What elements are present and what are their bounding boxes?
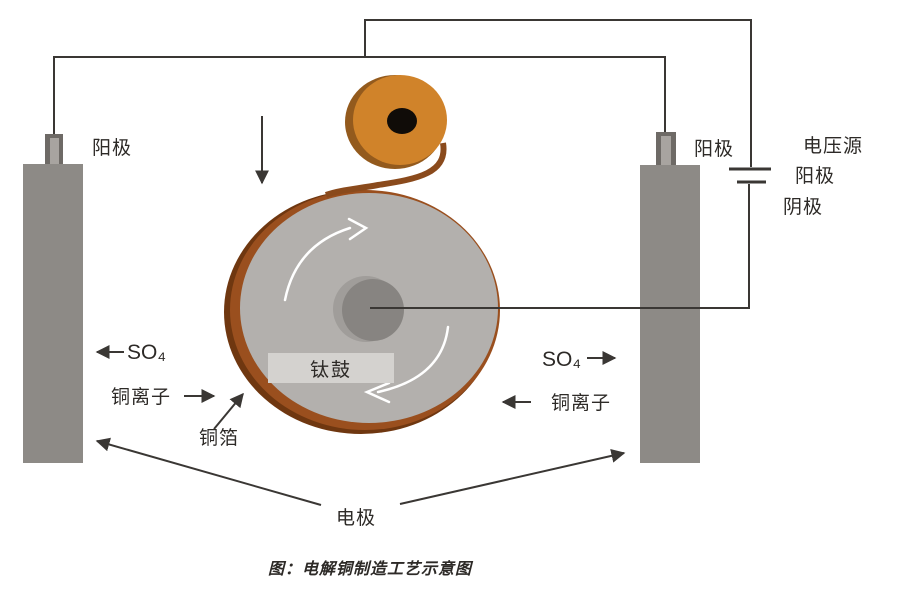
left-electrode bbox=[23, 134, 83, 463]
so4-right-label: SO₄ bbox=[542, 348, 581, 371]
right-electrode bbox=[640, 132, 700, 463]
anode-right-label: 阳极 bbox=[694, 139, 735, 160]
copper-ion-right-label: 铜离子 bbox=[551, 393, 612, 414]
left-electrode-terminal-core bbox=[50, 138, 59, 165]
anode-left-label: 阳极 bbox=[92, 138, 133, 159]
figure-caption: 图：电解铜制造工艺示意图 bbox=[268, 561, 473, 578]
titanium-drum-label: 钛鼓 bbox=[309, 359, 352, 381]
titanium-drum-label-band: 钛鼓 bbox=[268, 353, 394, 383]
copper-foil-strip bbox=[324, 142, 447, 198]
drum-hub bbox=[342, 279, 404, 341]
rotation-arrow-top-icon bbox=[283, 217, 369, 302]
electrode-label: 电极 bbox=[336, 508, 377, 529]
left-electrode-body bbox=[23, 164, 83, 463]
right-electrode-terminal-core bbox=[661, 136, 671, 166]
electrode-right-arrow-icon bbox=[399, 448, 626, 505]
voltage-source-anode-label: 阳极 bbox=[795, 166, 836, 187]
roll-center-hole bbox=[387, 108, 417, 134]
so4-left-label: SO₄ bbox=[127, 341, 166, 364]
copper-ion-left-label: 铜离子 bbox=[111, 387, 172, 408]
copper-foil-label: 铜箔 bbox=[199, 428, 240, 449]
wire-to-battery-top bbox=[364, 19, 752, 167]
copper-foil-roll bbox=[324, 75, 447, 198]
voltage-source-cathode-label: 阴极 bbox=[783, 197, 824, 218]
label-pointer-arrows bbox=[95, 345, 626, 506]
copper-foil-arrow-icon bbox=[213, 392, 244, 430]
electrode-left-arrow-icon bbox=[95, 437, 322, 506]
battery-icon bbox=[729, 167, 771, 184]
rotation-arrow-bottom-icon bbox=[363, 325, 450, 404]
titanium-drum bbox=[224, 190, 500, 434]
wire-electrodes-bus bbox=[53, 56, 666, 136]
voltage-source-label: 电压源 bbox=[803, 136, 864, 157]
right-electrode-body bbox=[640, 165, 700, 463]
